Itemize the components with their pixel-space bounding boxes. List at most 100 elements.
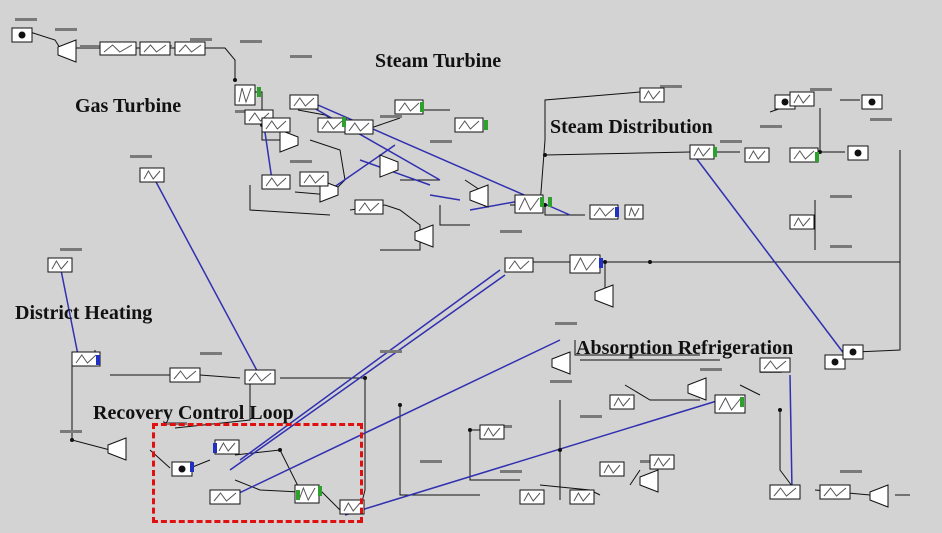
component-block [569,254,601,274]
component-block [339,499,365,515]
block-caption [760,125,782,128]
component-block [789,147,819,163]
component-block [769,484,801,500]
block-caption [240,40,262,43]
component-block [714,394,746,414]
zigzag-mark [823,487,847,497]
source-dot [781,98,789,106]
zigzag-mark [573,256,597,271]
block-caption [380,350,402,353]
zigzag-mark [718,396,742,411]
component-block [209,489,241,505]
block-caption [720,140,742,143]
region-label-recovery-control-loop: Recovery Control Loop [93,402,294,424]
port-green [257,87,261,97]
block-caption [15,18,37,21]
block-caption [660,85,682,88]
component-block [234,84,256,106]
connection-wire [544,205,585,216]
block-caption [700,368,722,371]
component-block [354,199,384,215]
block-caption [60,248,82,251]
component-block [744,147,770,163]
zigzag-mark [218,441,236,452]
zigzag-mark [265,120,287,130]
component-block [299,171,329,187]
zigzag-mark [348,122,370,132]
region-label-absorption-refrigeration: Absorption Refrigeration [576,337,794,359]
zigzag-mark [518,196,540,211]
zigzag-mark [51,259,69,270]
turbine-block [414,224,434,248]
zigzag-mark [793,93,811,104]
component-block [139,41,171,56]
zigzag-mark [213,492,237,502]
component-block [174,41,206,56]
recovery-control-loop-highlight [152,423,363,523]
component-block [759,357,791,373]
component-block [289,94,319,110]
junction-dot [468,428,472,432]
signal-link [239,269,501,461]
connection-wire [71,365,111,451]
port-green [342,117,346,127]
signal-link [229,274,506,471]
signal-link [299,99,441,181]
block-caption [130,155,152,158]
turbine-block [379,154,399,178]
junction-dot [543,153,547,157]
component-block [624,204,644,220]
junction-dot [233,78,237,82]
source-dot [18,31,26,39]
component-block [394,99,424,115]
component-block [344,119,374,135]
connection-wire [629,469,641,486]
block-caption [870,118,892,121]
zigzag-mark [793,150,815,160]
source-dot [854,149,862,157]
port-green [318,486,322,496]
component-block [789,214,815,230]
component-block [454,117,484,133]
component-block [317,117,347,133]
turbine-block [279,129,299,153]
zigzag-mark [508,260,530,270]
component-block [479,424,505,440]
region-label-gas-turbine: Gas Turbine [75,95,182,117]
turbine-block [57,39,77,63]
port-green [548,197,552,207]
zigzag-mark [75,354,97,364]
connection-wire [574,340,700,356]
component-block [504,257,534,273]
zigzag-mark [343,501,361,512]
block-caption [810,88,832,91]
block-caption [430,140,452,143]
component-block [71,351,101,367]
component-block [649,454,675,470]
source-dot [868,98,876,106]
zigzag-mark [693,146,711,157]
zigzag-mark [143,44,167,53]
port-blue [213,443,217,453]
connection-wire [510,91,641,206]
port-green [540,197,544,207]
connection-wire [504,261,900,271]
junction-dot [558,448,562,452]
component-block [244,369,276,385]
component-block [139,167,165,183]
block-caption [290,55,312,58]
block-caption [290,160,312,163]
signal-link [154,179,263,381]
signal-link [59,264,79,356]
zigzag-mark [483,426,501,437]
block-caption [830,195,852,198]
port-green [296,490,300,500]
connection-wire [319,489,341,511]
component-block [261,117,291,133]
component-block [47,257,73,273]
port-blue [615,207,619,217]
source-dot [178,465,186,473]
component-block [261,174,291,190]
connection-wire [854,150,901,353]
turbine-block [107,437,127,461]
